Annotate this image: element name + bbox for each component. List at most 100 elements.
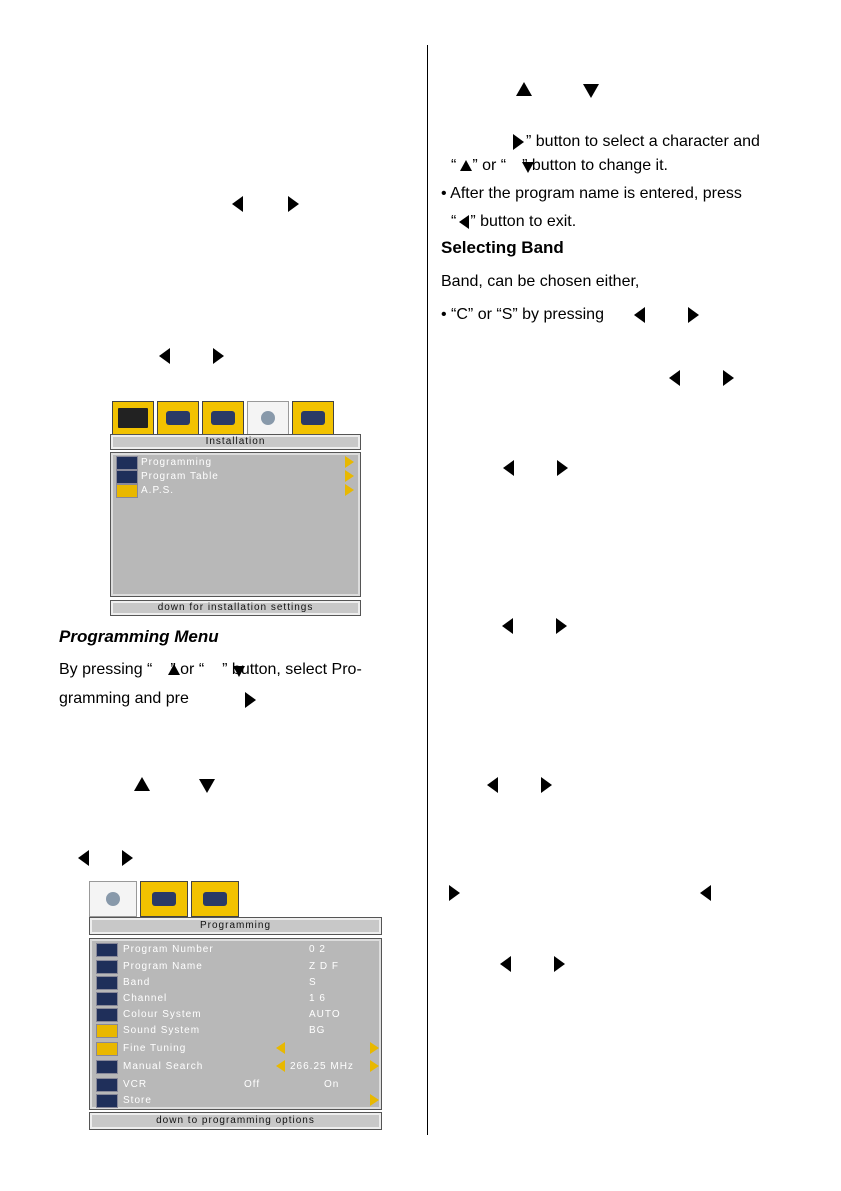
table-row[interactable]: Sound System BG [96,1023,376,1038]
left-arrow-icon [503,460,514,476]
up-arrow-icon [516,82,532,96]
section-heading: Programming Menu [59,627,219,646]
chevron-right-icon[interactable] [370,1042,379,1054]
row-icon [96,992,118,1006]
text-run: By pressing “ [59,661,153,678]
tab-installation[interactable] [247,401,289,435]
chevron-right-icon[interactable] [370,1060,379,1072]
programming-title: Programming [89,917,382,935]
sound-icon [96,1024,118,1038]
tab-features[interactable] [202,401,244,435]
paragraph-line: By pressing “” or “” button, select Pro- [59,660,362,680]
left-arrow-icon [459,215,469,229]
left-arrow-icon [700,885,711,901]
row-icon [96,1008,118,1022]
menu-item[interactable]: Programming [116,455,356,470]
menu-item[interactable]: A.P.S. [116,483,356,498]
tab-sound[interactable] [157,401,199,435]
row-label: VCR [123,1079,148,1090]
up-arrow-icon [168,664,180,675]
programming-tab-strip [89,881,242,917]
table-row[interactable]: Band S [96,975,376,990]
table-row[interactable]: Store [96,1093,379,1108]
chevron-left-icon[interactable] [276,1042,285,1054]
row-value: Z D F [309,961,339,972]
row-value: 0 2 [309,944,326,955]
row-label: Band [123,977,151,988]
left-arrow-icon [502,618,513,634]
program-table-icon [116,470,138,484]
tab-source[interactable] [140,881,188,917]
right-arrow-icon [554,956,565,972]
row-icon [96,960,118,974]
menu-item-label: Program Table [141,471,219,482]
store-icon [96,1094,118,1108]
installation-title: Installation [110,434,361,450]
bullet-line: • “C” or “S” by pressing [441,306,604,323]
row-value: AUTO [309,1009,341,1020]
right-arrow-icon [213,348,224,364]
chevron-right-icon [345,456,354,468]
installation-footer: down for installation settings [110,600,361,616]
row-value: BG [309,1025,326,1036]
down-arrow-icon [522,162,534,173]
row-label: Sound System [123,1025,201,1036]
chevron-right-icon[interactable] [370,1094,379,1106]
tv-icon [118,408,148,428]
row-label: Manual Search [123,1061,204,1072]
wrench-icon [116,484,138,498]
menu-item[interactable]: Program Table [116,469,356,484]
connector-icon [203,892,227,906]
right-arrow-icon [513,134,524,150]
vcr-on-option[interactable]: On [324,1079,340,1090]
tab-installation[interactable] [89,881,137,917]
tab-picture[interactable] [112,401,154,435]
text-run: ” or “ [472,157,507,174]
vcr-icon [96,1078,118,1092]
down-arrow-icon [199,779,215,793]
left-arrow-icon [487,777,498,793]
right-arrow-icon [541,777,552,793]
paragraph-line: “ ” or “ ” button to change it. [451,156,668,176]
right-arrow-icon [449,885,460,901]
up-arrow-icon [134,777,150,791]
table-row[interactable]: Fine Tuning [96,1041,379,1056]
menu-item-label: A.P.S. [141,485,175,496]
menu-item-label: Programming [141,457,213,468]
installation-panel: Programming Program Table A.P.S. [110,452,361,597]
plug-icon [301,411,325,425]
tab-connection[interactable] [191,881,239,917]
tab-source[interactable] [292,401,334,435]
paragraph-line: Band, can be chosen either, [441,273,640,290]
gear-icon [261,411,275,425]
right-arrow-icon [288,196,299,212]
row-label: Channel [123,993,168,1004]
chevron-right-icon [345,470,354,482]
left-arrow-icon [159,348,170,364]
row-icon [96,943,118,957]
right-arrow-icon [122,850,133,866]
paragraph-line: “” button to exit. [451,212,576,232]
paragraph-line: gramming and pre [59,690,189,707]
left-arrow-icon [669,370,680,386]
chevron-left-icon[interactable] [276,1060,285,1072]
table-row[interactable]: Colour System AUTO [96,1007,376,1022]
left-arrow-icon [634,307,645,323]
vcr-off-option[interactable]: Off [244,1079,261,1090]
right-arrow-icon [556,618,567,634]
table-row[interactable]: VCR Off On [96,1077,376,1092]
row-value: S [309,977,317,988]
programming-icon [116,456,138,470]
row-icon [96,976,118,990]
row-label: Colour System [123,1009,202,1020]
text-run: ” button to change it. [522,157,668,174]
text-run: “ [451,157,457,174]
right-arrow-icon [245,692,256,708]
plug-icon [152,892,176,906]
column-divider [427,45,428,1135]
